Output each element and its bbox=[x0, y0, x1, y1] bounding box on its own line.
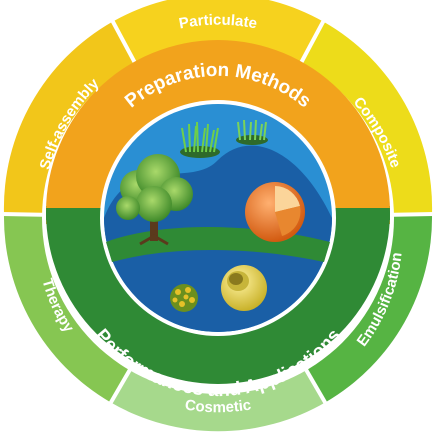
sphere-cutaway-icon bbox=[245, 182, 305, 242]
pollen-sphere-icon bbox=[170, 284, 198, 312]
label-particulate: Particulate bbox=[178, 12, 259, 33]
grass-icon bbox=[180, 121, 220, 158]
tree-icon bbox=[116, 154, 193, 246]
grass-icon-small bbox=[236, 119, 268, 145]
hollow-capsule-icon bbox=[221, 265, 267, 311]
label-cosmetic: Cosmetic bbox=[184, 396, 252, 416]
